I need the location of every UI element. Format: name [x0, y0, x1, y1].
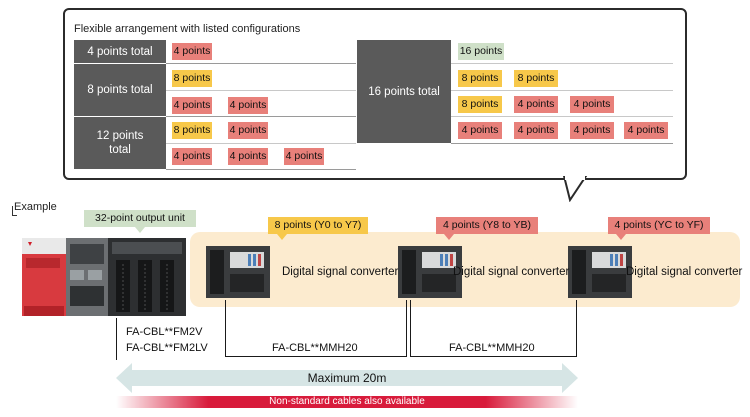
chip-4-points: 4 points [228, 148, 268, 165]
chip-4-points: 4 points [514, 96, 558, 113]
example-bracket [12, 206, 13, 216]
chip-4-points: 4 points [284, 148, 324, 165]
cable-line [406, 300, 407, 357]
max-length-arrow [116, 363, 578, 393]
callout-title: Flexible arrangement with listed configu… [74, 23, 301, 35]
chip-4-points: 4 points [228, 122, 268, 139]
divider [451, 63, 673, 64]
divider [166, 169, 356, 170]
chip-8-points: 8 points [172, 70, 212, 87]
chip-8-points: 8 points [172, 122, 212, 139]
cable-label-fm2v: FA-CBL**FM2V [126, 326, 203, 338]
cable-line [410, 300, 411, 357]
divider [451, 143, 673, 144]
callout-pointer [562, 176, 588, 202]
group-header-16: 16 points total [357, 40, 451, 143]
tag-pointer [616, 234, 626, 240]
cable-line [225, 300, 226, 357]
divider [451, 116, 673, 117]
chip-4-points: 4 points [228, 97, 268, 114]
example-label: Example [14, 201, 57, 213]
tag-pointer [277, 234, 287, 240]
divider [166, 63, 356, 64]
converter-3-image [568, 246, 632, 298]
converter-1-label: Digital signal converter [282, 266, 399, 278]
converter-3-tag: 4 points (YC to YF) [608, 217, 710, 234]
chip-4-points: 4 points [624, 122, 668, 139]
divider [166, 90, 356, 91]
cable-line [225, 356, 406, 357]
chip-8-points: 8 points [458, 96, 502, 113]
note-text: Non-standard cables also available [269, 396, 425, 407]
converter-3-label: Digital signal converter [626, 266, 743, 278]
converter-2-label: Digital signal converter [453, 266, 570, 278]
cable-label-link-2: FA-CBL**MMH20 [449, 342, 535, 354]
note-bar [116, 396, 578, 408]
converter-panel [190, 232, 740, 307]
chip-4-points: 4 points [458, 122, 502, 139]
converter-2-image [398, 246, 462, 298]
converter-1-image [206, 246, 270, 298]
max-length-label: Maximum 20m [307, 371, 387, 385]
tag-pointer [444, 234, 454, 240]
divider [166, 116, 356, 117]
tag-pointer [135, 227, 145, 233]
group-header-8: 8 points total [74, 64, 166, 116]
chip-16-points: 16 points [458, 43, 504, 60]
cable-line [410, 356, 576, 357]
plc-output-unit-image [22, 238, 186, 316]
chip-4-points: 4 points [514, 122, 558, 139]
group-header-12: 12 points total [74, 117, 166, 169]
cable-line [576, 300, 577, 357]
chip-4-points: 4 points [172, 97, 212, 114]
converter-2-tag: 4 points (Y8 to YB) [436, 217, 538, 234]
cable-label-fm2lv: FA-CBL**FM2LV [126, 342, 208, 354]
example-bracket [12, 215, 17, 216]
group-header-4: 4 points total [74, 40, 166, 63]
divider [166, 143, 356, 144]
chip-4-points: 4 points [570, 122, 614, 139]
chip-4-points: 4 points [172, 148, 212, 165]
cable-line [116, 318, 117, 360]
chip-4-points: 4 points [570, 96, 614, 113]
cable-label-link-1: FA-CBL**MMH20 [272, 342, 358, 354]
chip-8-points: 8 points [458, 70, 502, 87]
divider [451, 90, 673, 91]
converter-1-tag: 8 points (Y0 to Y7) [268, 217, 368, 234]
chip-4-points: 4 points [172, 43, 212, 60]
chip-8-points: 8 points [514, 70, 558, 87]
output-unit-tag: 32-point output unit [84, 210, 196, 227]
